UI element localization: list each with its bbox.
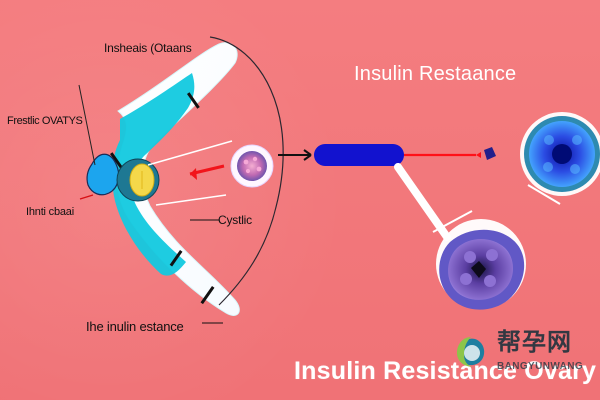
- cell-cluster-center: [552, 144, 572, 164]
- diagonal-connector: [394, 163, 451, 241]
- cell-cluster-dot: [570, 164, 580, 174]
- boundary-curve: [209, 36, 284, 306]
- connector-line-top: [147, 140, 233, 166]
- ovary-cyst-dot: [486, 249, 498, 261]
- red-arrow-left-head: [190, 168, 197, 180]
- cyst-label: Cystlic: [218, 213, 252, 227]
- cell-cluster-dot: [544, 135, 554, 145]
- cyan-band: [112, 73, 195, 276]
- bottom-label: Ihe inulin estance: [86, 319, 184, 334]
- cell-dot: [256, 166, 262, 172]
- band-bar-4: [200, 286, 215, 305]
- cell-cluster-dot: [572, 135, 582, 145]
- insulin-bar: [314, 144, 404, 166]
- ovary-cyst-dot: [464, 251, 476, 263]
- small-pointer: [79, 194, 94, 200]
- bottom-cell-line: [432, 210, 473, 233]
- connector-line-bottom: [155, 194, 227, 206]
- right-title: Insulin Restaance: [354, 63, 517, 85]
- shield-icon: [86, 153, 120, 196]
- left-pointer-line: [78, 84, 96, 166]
- black-arrow-head: [303, 149, 312, 161]
- cell-dot: [243, 159, 249, 165]
- bottom-title: Insulin Resistance Ovary: [294, 357, 597, 385]
- red-arrowhead: [476, 152, 481, 158]
- cell-dot: [252, 156, 258, 162]
- cell-icon-core: [237, 151, 267, 181]
- cell-dot: [245, 168, 251, 174]
- small-receptor: [484, 147, 496, 160]
- band-bar-3: [169, 250, 183, 267]
- band-bar-1: [110, 152, 123, 169]
- watermark-sub: BANGYUNWANG: [497, 361, 584, 372]
- ovary-cyst-dot: [484, 275, 496, 287]
- left-label: Frestlic OVATYS: [7, 115, 83, 127]
- ovary-cyst-center: [471, 261, 486, 278]
- cell-cluster-dot: [543, 162, 553, 172]
- watermark-main: 帮孕网: [497, 329, 572, 356]
- watermark: 帮孕网 BANGYUNWANG: [450, 331, 590, 373]
- top-label: Insheais (Otaans: [104, 41, 192, 55]
- ovary-cyst-dot: [460, 273, 472, 285]
- top-cell-line: [527, 184, 561, 205]
- watermark-logo: [457, 337, 485, 367]
- small-label: Ihnti cbaai: [26, 206, 74, 218]
- band-bar-2: [187, 92, 200, 109]
